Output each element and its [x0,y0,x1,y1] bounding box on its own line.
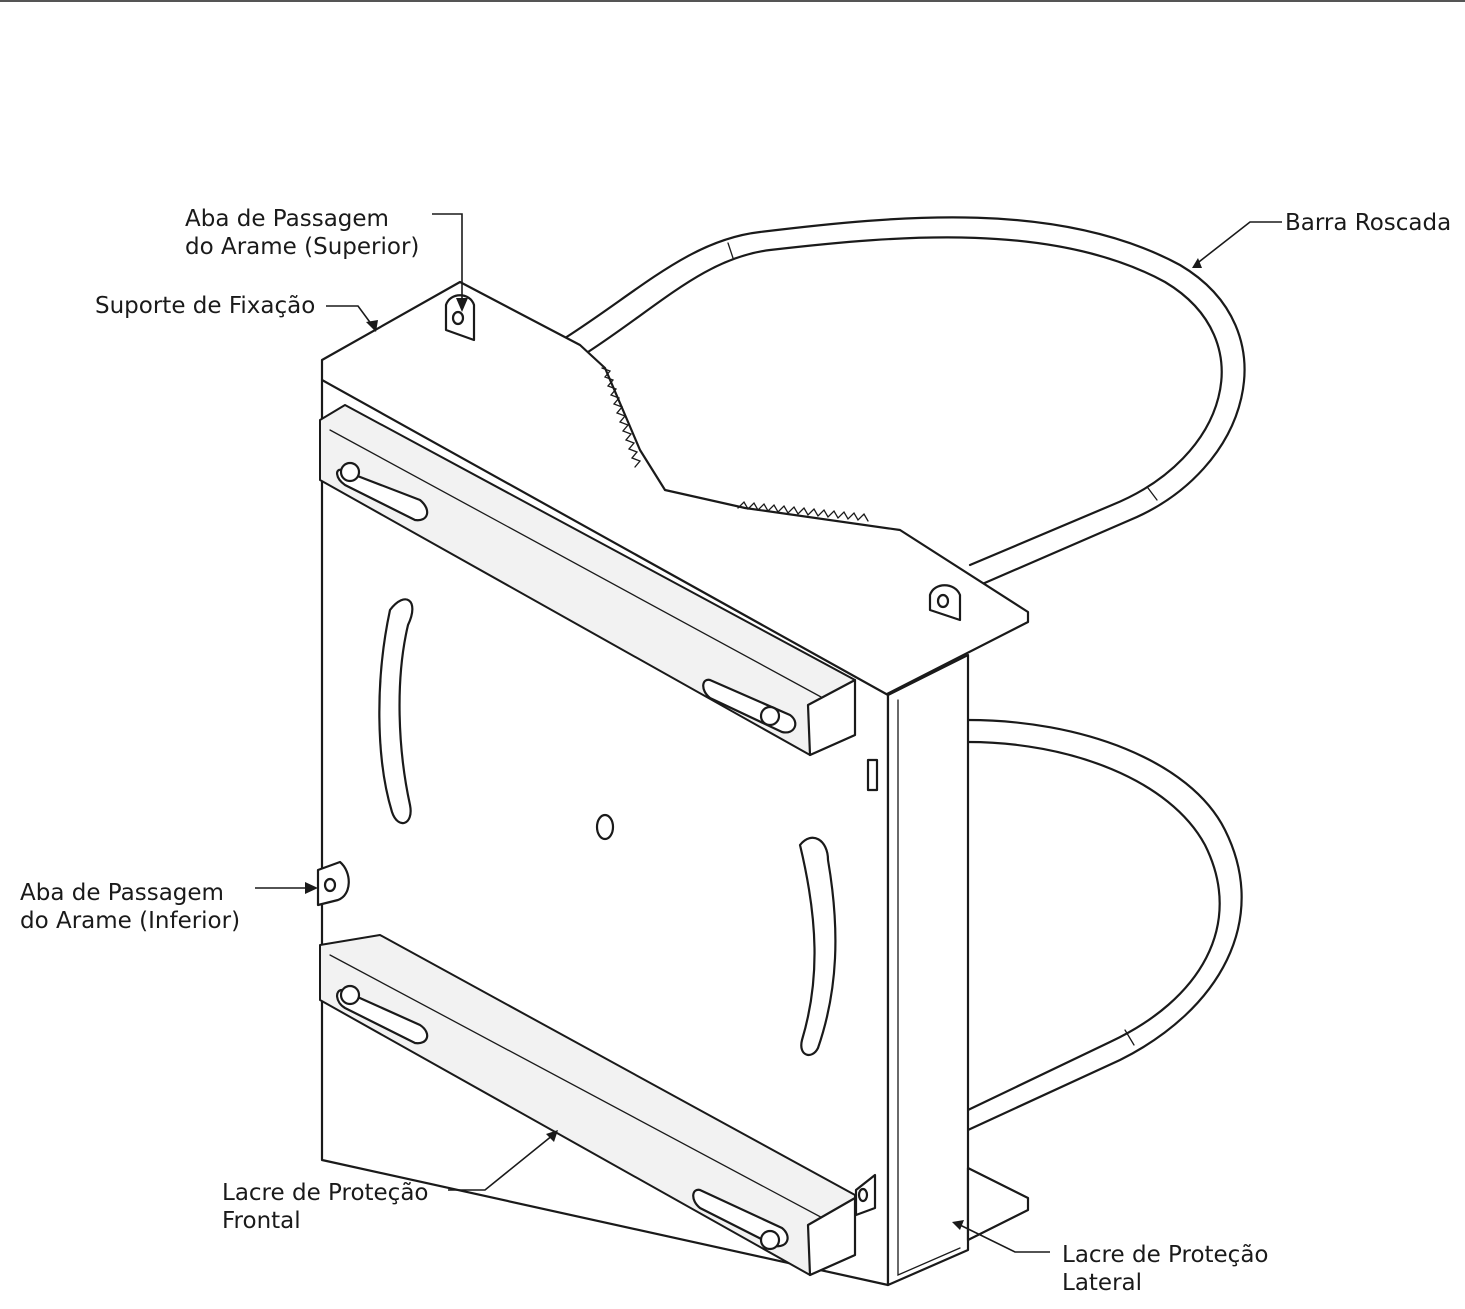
label-aba-superior: Aba de Passagem do Arame (Superior) [185,206,419,260]
label-suporte-fixacao: Suporte de Fixação [95,293,315,319]
label-aba-inferior: Aba de Passagem do Arame (Inferior) [20,880,240,934]
label-barra-roscada: Barra Roscada [1285,210,1451,236]
threaded-rod-lower [966,718,1243,1132]
bracket-top-flange [320,280,1030,697]
label-lacre-lateral: Lacre de Proteção Lateral [1062,1242,1276,1296]
label-lacre-frontal: Lacre de Proteção Frontal [222,1180,436,1234]
threaded-rod-upper [563,216,1246,587]
front-seal-upper [319,404,857,757]
front-seal-lower [319,934,877,1277]
leader-lines [255,213,1282,1253]
